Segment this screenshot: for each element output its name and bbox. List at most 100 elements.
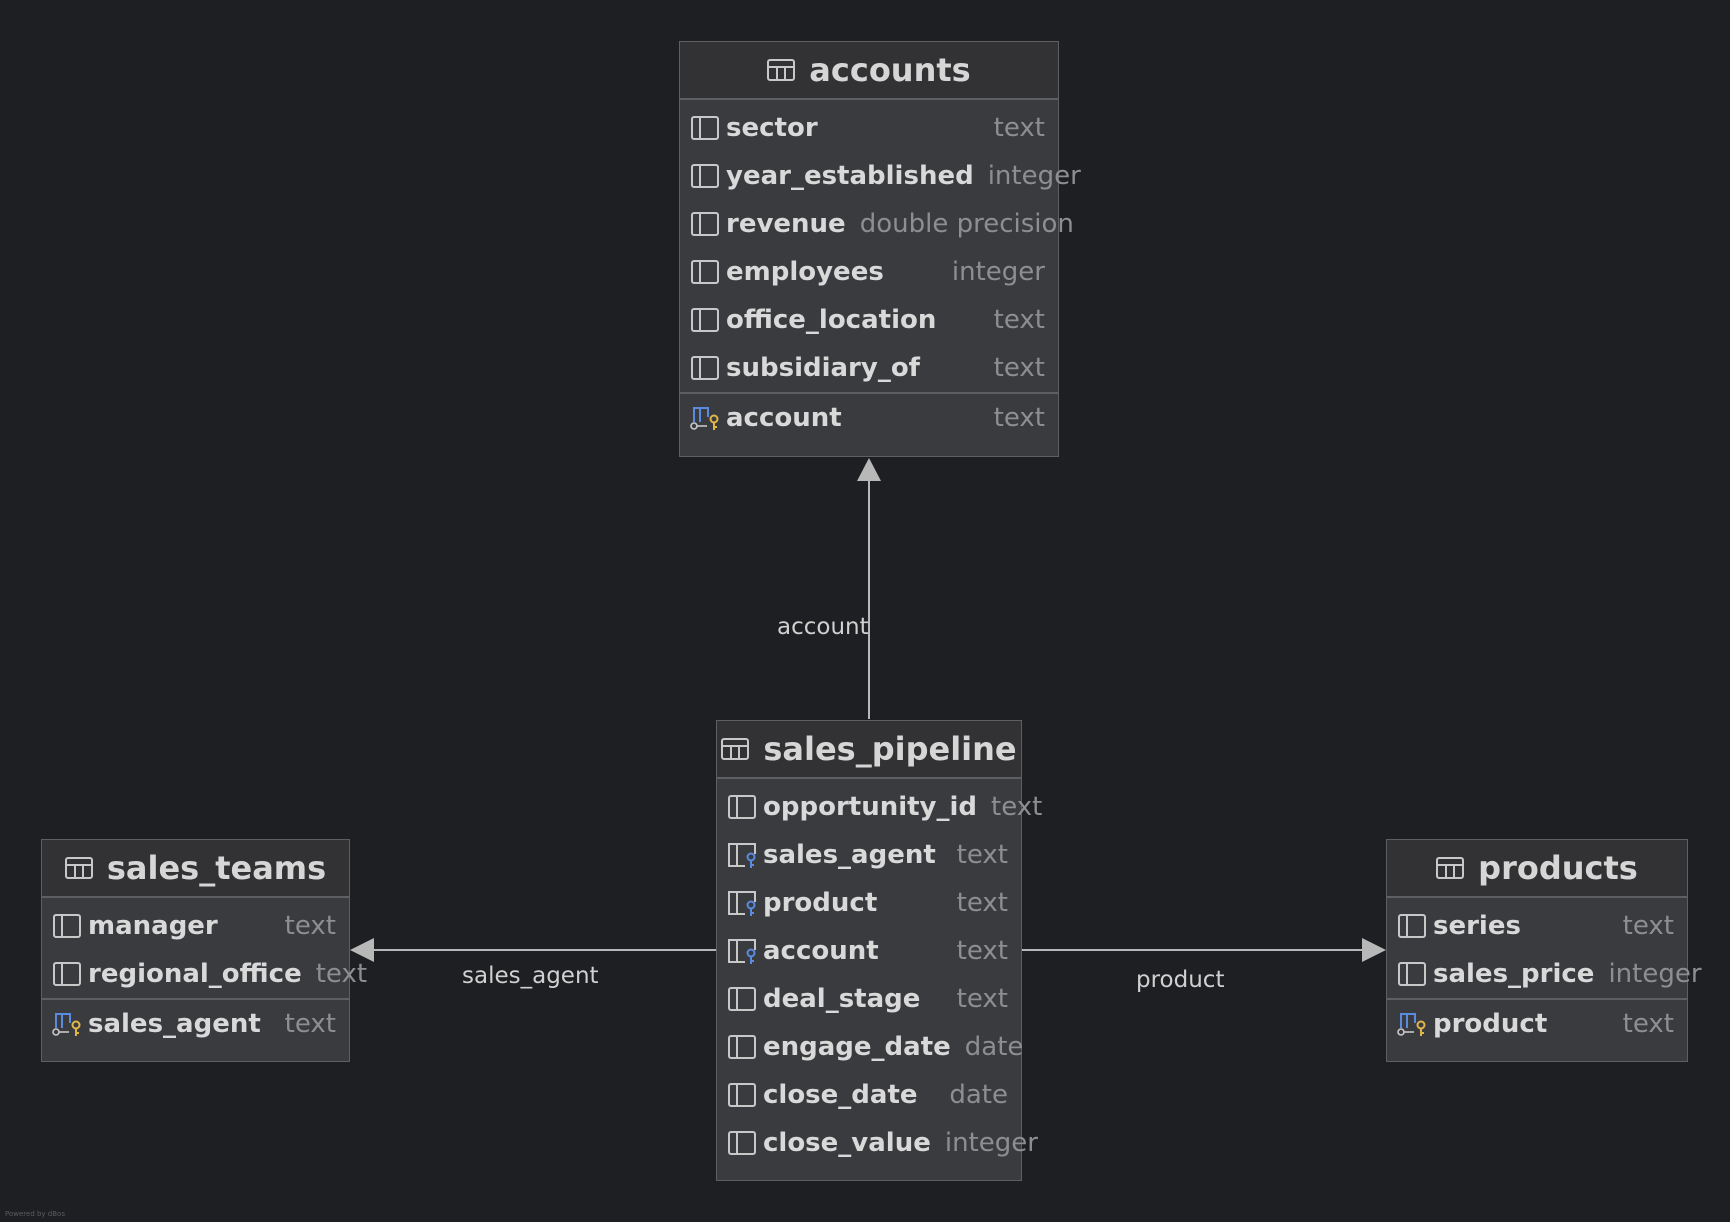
column-icon <box>691 164 719 188</box>
column-name: sales_agent <box>763 840 936 870</box>
column-type: text <box>956 888 1008 918</box>
column-name: series <box>1433 911 1521 941</box>
column-icon <box>728 1083 756 1107</box>
footer-credit: Powered by dBos <box>5 1210 65 1218</box>
key-divider <box>1387 998 1687 1000</box>
key-name: account <box>726 403 842 433</box>
table-icon <box>1436 857 1465 879</box>
foreign-key-icon <box>728 939 756 964</box>
table-header[interactable]: accounts <box>680 42 1058 100</box>
column-row[interactable]: revenue double precision <box>680 200 1074 248</box>
column-name: regional_office <box>88 959 302 989</box>
table-products[interactable]: products series text sales_price integer… <box>1386 839 1702 1062</box>
column-type: text <box>993 353 1045 383</box>
column-icon <box>1398 914 1426 938</box>
column-row[interactable]: account text <box>717 927 1021 975</box>
column-row[interactable]: employees integer <box>680 248 1058 296</box>
column-icon <box>691 308 719 332</box>
table-header[interactable]: sales_teams <box>42 840 349 898</box>
column-row[interactable]: sales_agent text <box>717 831 1021 879</box>
column-row[interactable]: close_date date <box>717 1071 1021 1119</box>
column-icon <box>691 116 719 140</box>
column-icon <box>53 914 81 938</box>
table-icon <box>64 857 93 879</box>
column-type: text <box>993 305 1045 335</box>
column-type: text <box>1622 911 1674 941</box>
column-type: text <box>956 936 1008 966</box>
column-name: opportunity_id <box>763 792 978 822</box>
column-name: employees <box>726 257 884 287</box>
column-icon <box>728 795 756 819</box>
column-name: engage_date <box>763 1032 951 1062</box>
arrowhead-accounts <box>857 458 881 481</box>
key-type: text <box>284 1009 336 1039</box>
column-name: revenue <box>726 209 846 239</box>
column-row[interactable]: series text <box>1387 902 1687 950</box>
key-row[interactable]: account text <box>680 394 1058 442</box>
column-type: text <box>993 113 1045 143</box>
column-name: manager <box>88 911 218 941</box>
primary-key-icon <box>690 407 719 430</box>
column-icon <box>728 987 756 1011</box>
column-row[interactable]: deal_stage text <box>717 975 1021 1023</box>
key-name: sales_agent <box>88 1009 261 1039</box>
column-name: sales_price <box>1433 959 1595 989</box>
relation-label-account: account <box>777 614 869 640</box>
table-header[interactable]: products <box>1387 840 1687 898</box>
key-type: text <box>993 403 1045 433</box>
column-type: text <box>315 959 368 989</box>
column-row[interactable]: manager text <box>42 902 349 950</box>
column-type: text <box>991 792 1043 822</box>
column-row[interactable]: year_established integer <box>680 152 1081 200</box>
column-row[interactable]: sector text <box>680 104 1058 152</box>
column-type: text <box>956 984 1008 1014</box>
column-icon <box>691 356 719 380</box>
table-header[interactable]: sales_pipeline <box>717 721 1021 779</box>
column-row[interactable]: engage_date date <box>717 1023 1023 1071</box>
foreign-key-icon <box>728 843 756 868</box>
column-type: double precision <box>859 209 1074 239</box>
key-name: product <box>1433 1009 1548 1039</box>
column-row[interactable]: opportunity_id text <box>717 783 1042 831</box>
column-icon <box>691 212 719 236</box>
relation-label-product: product <box>1136 967 1225 993</box>
column-name: office_location <box>726 305 937 335</box>
column-row[interactable]: regional_office text <box>42 950 367 998</box>
relation-label-sales-agent: sales_agent <box>462 963 599 989</box>
column-row[interactable]: office_location text <box>680 296 1058 344</box>
key-row[interactable]: product text <box>1387 1000 1687 1048</box>
table-title: sales_pipeline <box>763 730 1017 768</box>
table-title: sales_teams <box>106 849 327 887</box>
column-type: integer <box>944 1128 1038 1158</box>
column-icon <box>691 260 719 284</box>
key-row[interactable]: sales_agent text <box>42 1000 349 1048</box>
column-type: integer <box>987 161 1081 191</box>
table-sales-teams[interactable]: sales_teams manager text regional_office… <box>41 839 367 1062</box>
column-name: close_value <box>763 1128 931 1158</box>
column-type: date <box>949 1080 1008 1110</box>
key-type: text <box>1622 1009 1674 1039</box>
key-divider <box>42 998 349 1000</box>
arrowhead-sales-teams <box>350 938 374 962</box>
column-type: text <box>284 911 336 941</box>
column-row[interactable]: product text <box>717 879 1021 927</box>
table-sales-pipeline[interactable]: sales_pipeline opportunity_id text sales… <box>716 720 1042 1181</box>
table-icon <box>721 738 750 760</box>
column-type: integer <box>1608 959 1702 989</box>
column-name: sector <box>726 113 818 143</box>
table-icon <box>767 59 796 81</box>
arrowhead-products <box>1362 938 1386 962</box>
column-name: year_established <box>726 161 974 191</box>
column-row[interactable]: sales_price integer <box>1387 950 1702 998</box>
table-accounts[interactable]: accounts sector text year_established in… <box>679 41 1081 457</box>
table-title: accounts <box>809 51 971 89</box>
column-name: subsidiary_of <box>726 353 920 383</box>
column-name: product <box>763 888 878 918</box>
column-icon <box>53 962 81 986</box>
column-row[interactable]: close_value integer <box>717 1119 1038 1167</box>
column-type: integer <box>951 257 1045 287</box>
column-row[interactable]: subsidiary_of text <box>680 344 1058 392</box>
key-divider <box>680 392 1058 394</box>
column-icon <box>728 1131 756 1155</box>
